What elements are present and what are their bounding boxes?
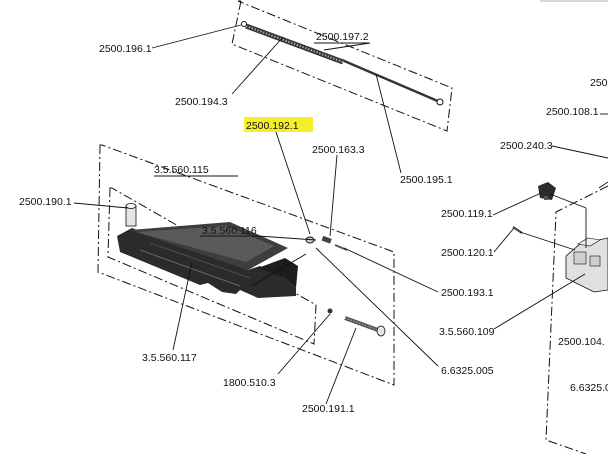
pin-part-193 [334, 244, 348, 251]
spring-part [245, 23, 344, 65]
window-edge [540, 0, 608, 2]
assembly-boundary-right [545, 185, 608, 454]
assembly-boundary-outer [97, 144, 395, 386]
callout-3-5-560-115: 3.5.560.115 [154, 164, 209, 176]
callout-3-5-560-117: 3.5.560.117 [142, 352, 197, 364]
callout-2500-194-3: 2500.194.3 [175, 96, 228, 108]
callout-2500-108-1: 2500.108.1 [546, 106, 599, 118]
callout-2500-190-1: 2500.190.1 [19, 196, 72, 208]
callout-2500-104-partial: 2500.104. [558, 336, 605, 348]
assembly-boundary-top [231, 0, 453, 132]
callout-2500-240-3: 2500.240.3 [500, 140, 553, 152]
housing-part [565, 237, 608, 293]
cylinder-part [125, 203, 137, 227]
bolt-part [344, 316, 386, 337]
washer-part [241, 21, 247, 27]
highlight-marker [244, 117, 313, 132]
callout-2500-191-1: 2500.191.1 [302, 403, 355, 415]
callout-2500-195-1: 2500.195.1 [400, 174, 453, 186]
block-part [538, 182, 556, 200]
callout-2500-163-3: 2500.163.3 [312, 144, 365, 156]
frame-part [117, 222, 298, 298]
small-nut-part [327, 308, 333, 314]
callout-2500-192-1: 2500.192.1 [246, 120, 299, 132]
callout-3-5-560-116: 3.5.560.116 [202, 225, 257, 237]
callout-3-5-560-109: 3.5.560.109 [439, 326, 495, 338]
callout-2500-119-1: 2500.119.1 [441, 208, 493, 220]
callout-6-6325-partial: 6.6325.0 [570, 382, 608, 394]
callout-6-6325-005: 6.6325.005 [441, 365, 494, 377]
rod-end-cap [436, 98, 444, 106]
rod-part [341, 58, 441, 104]
callout-2500-197-2: 2500.197.2 [316, 31, 369, 43]
callout-1800-510-3: 1800.510.3 [223, 377, 276, 389]
pin-part-163 [321, 235, 332, 244]
callout-2500-120-1: 2500.120.1 [441, 247, 494, 259]
callout-2500-193-1: 2500.193.1 [441, 287, 494, 299]
callout-2500-partial-top: 2500 [590, 77, 608, 89]
assembly-boundary-inner [107, 187, 317, 345]
callout-2500-196-1: 2500.196.1 [99, 43, 152, 55]
